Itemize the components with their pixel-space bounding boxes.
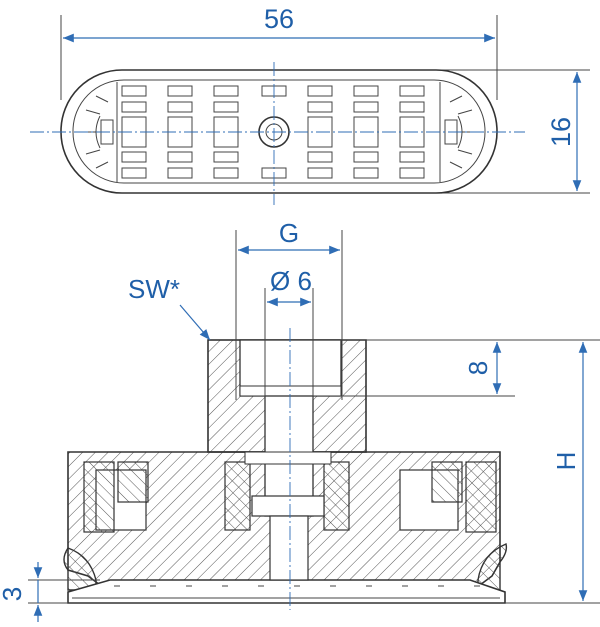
pad-outline-top <box>60 69 498 194</box>
top-view: 56 16 <box>30 4 590 205</box>
dim-text-lip: 3 <box>0 587 27 601</box>
pad-inner-rim <box>72 79 486 184</box>
dim-text-height: H <box>551 452 581 471</box>
dim-text-thread: G <box>279 218 299 248</box>
dim-text-width: 16 <box>546 117 576 147</box>
seal-lip-bottom <box>67 579 506 604</box>
dim-text-length: 56 <box>264 4 294 34</box>
section-view: G Ø 6 SW* 8 H 3 <box>0 218 600 622</box>
wrench-size-label: SW* <box>128 274 180 304</box>
dim-text-thread-depth: 8 <box>463 361 493 375</box>
dim-text-bore: Ø 6 <box>270 266 312 296</box>
wrench-size-leader <box>179 304 211 341</box>
